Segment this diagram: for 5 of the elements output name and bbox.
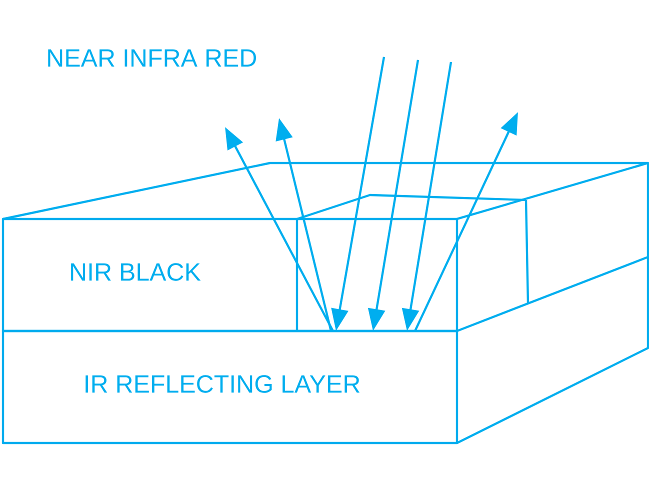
layer-label: NIR BLACK bbox=[71, 263, 201, 281]
radiation-label: NEAR INFRA RED bbox=[48, 49, 256, 67]
layer-box bbox=[2, 330, 458, 444]
layer-label: IR REFLECTING LAYER bbox=[86, 375, 360, 393]
layer-box bbox=[2, 218, 458, 332]
